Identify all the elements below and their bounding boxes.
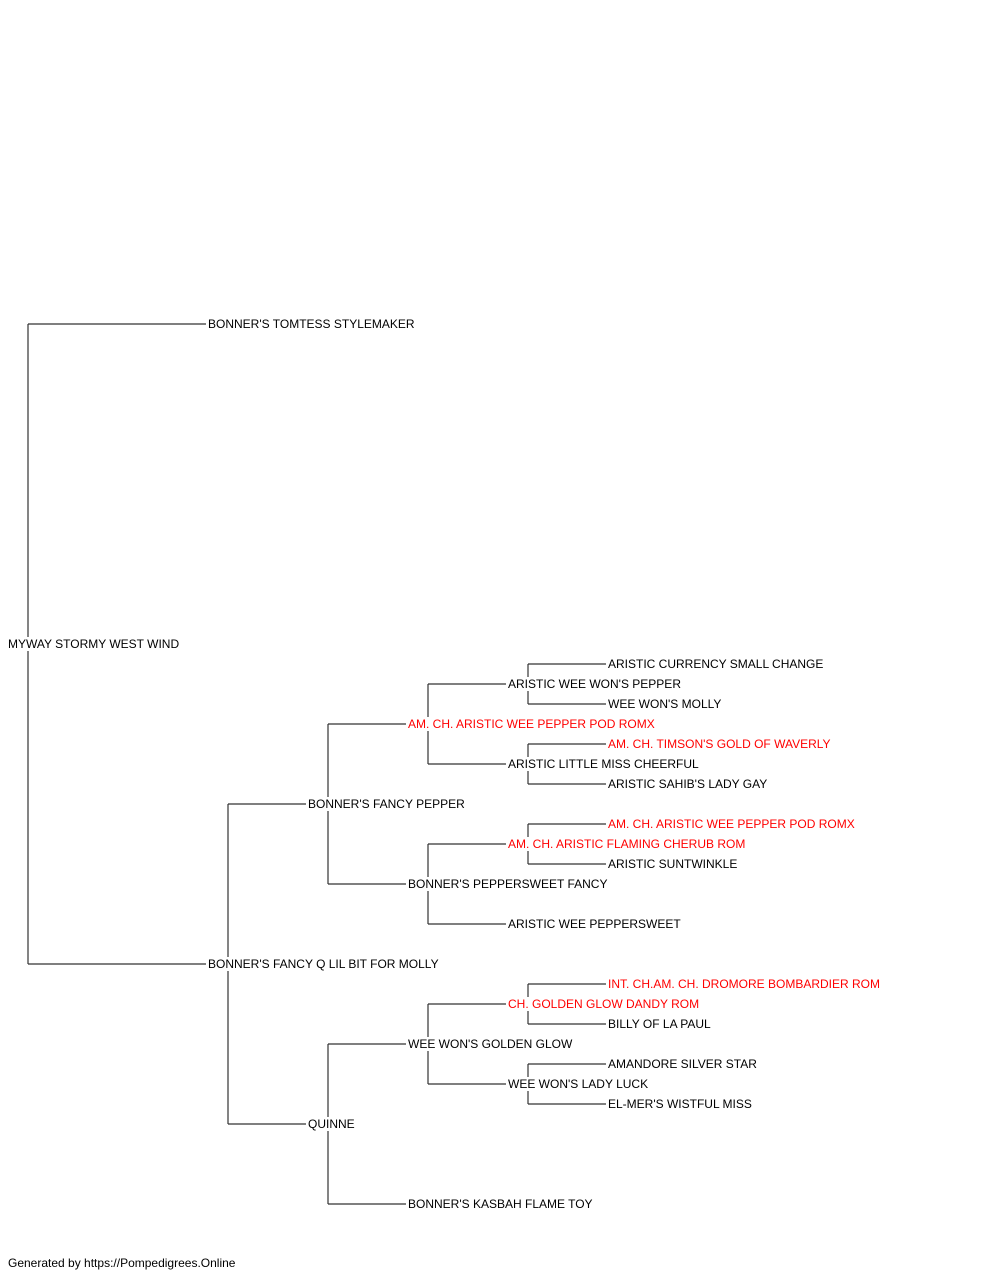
ancestor-name: WEE WON'S MOLLY <box>608 697 722 711</box>
subject-dog-name: MYWAY STORMY WEST WIND <box>8 637 180 651</box>
ancestor-name: QUINNE <box>308 1117 355 1131</box>
ancestor-name: ARISTIC CURRENCY SMALL CHANGE <box>608 657 824 671</box>
ancestor-name: BONNER'S PEPPERSWEET FANCY <box>408 877 608 891</box>
ancestor-name: AMANDORE SILVER STAR <box>608 1057 757 1071</box>
ancestor-name: BILLY OF LA PAUL <box>608 1017 711 1031</box>
ancestor-name: ARISTIC SAHIB'S LADY GAY <box>608 777 768 791</box>
ancestor-name: AM. CH. ARISTIC WEE PEPPER POD ROMX <box>408 717 655 731</box>
ancestor-name: AM. CH. ARISTIC FLAMING CHERUB ROM <box>508 837 746 851</box>
generated-by-footer: Generated by https://Pompedigrees.Online <box>8 1256 236 1270</box>
ancestor-name: WEE WON'S LADY LUCK <box>508 1077 649 1091</box>
ancestor-name: CH. GOLDEN GLOW DANDY ROM <box>508 997 700 1011</box>
ancestor-name: INT. CH.AM. CH. DROMORE BOMBARDIER ROM <box>608 977 881 991</box>
ancestor-name: BONNER'S KASBAH FLAME TOY <box>408 1197 593 1211</box>
ancestor-name: BONNER'S FANCY Q LIL BIT FOR MOLLY <box>208 957 439 971</box>
ancestor-name: ARISTIC LITTLE MISS CHEERFUL <box>508 757 699 771</box>
ancestor-name: BONNER'S FANCY PEPPER <box>308 797 465 811</box>
ancestor-name: ARISTIC SUNTWINKLE <box>608 857 738 871</box>
ancestor-name: AM. CH. ARISTIC WEE PEPPER POD ROMX <box>608 817 855 831</box>
ancestor-name: BONNER'S TOMTESS STYLEMAKER <box>208 317 415 331</box>
ancestor-name: AM. CH. TIMSON'S GOLD OF WAVERLY <box>608 737 831 751</box>
ancestor-name: ARISTIC WEE WON'S PEPPER <box>508 677 681 691</box>
ancestor-name: ARISTIC WEE PEPPERSWEET <box>508 917 681 931</box>
ancestor-name: WEE WON'S GOLDEN GLOW <box>408 1037 573 1051</box>
ancestor-name: EL-MER'S WISTFUL MISS <box>608 1097 752 1111</box>
